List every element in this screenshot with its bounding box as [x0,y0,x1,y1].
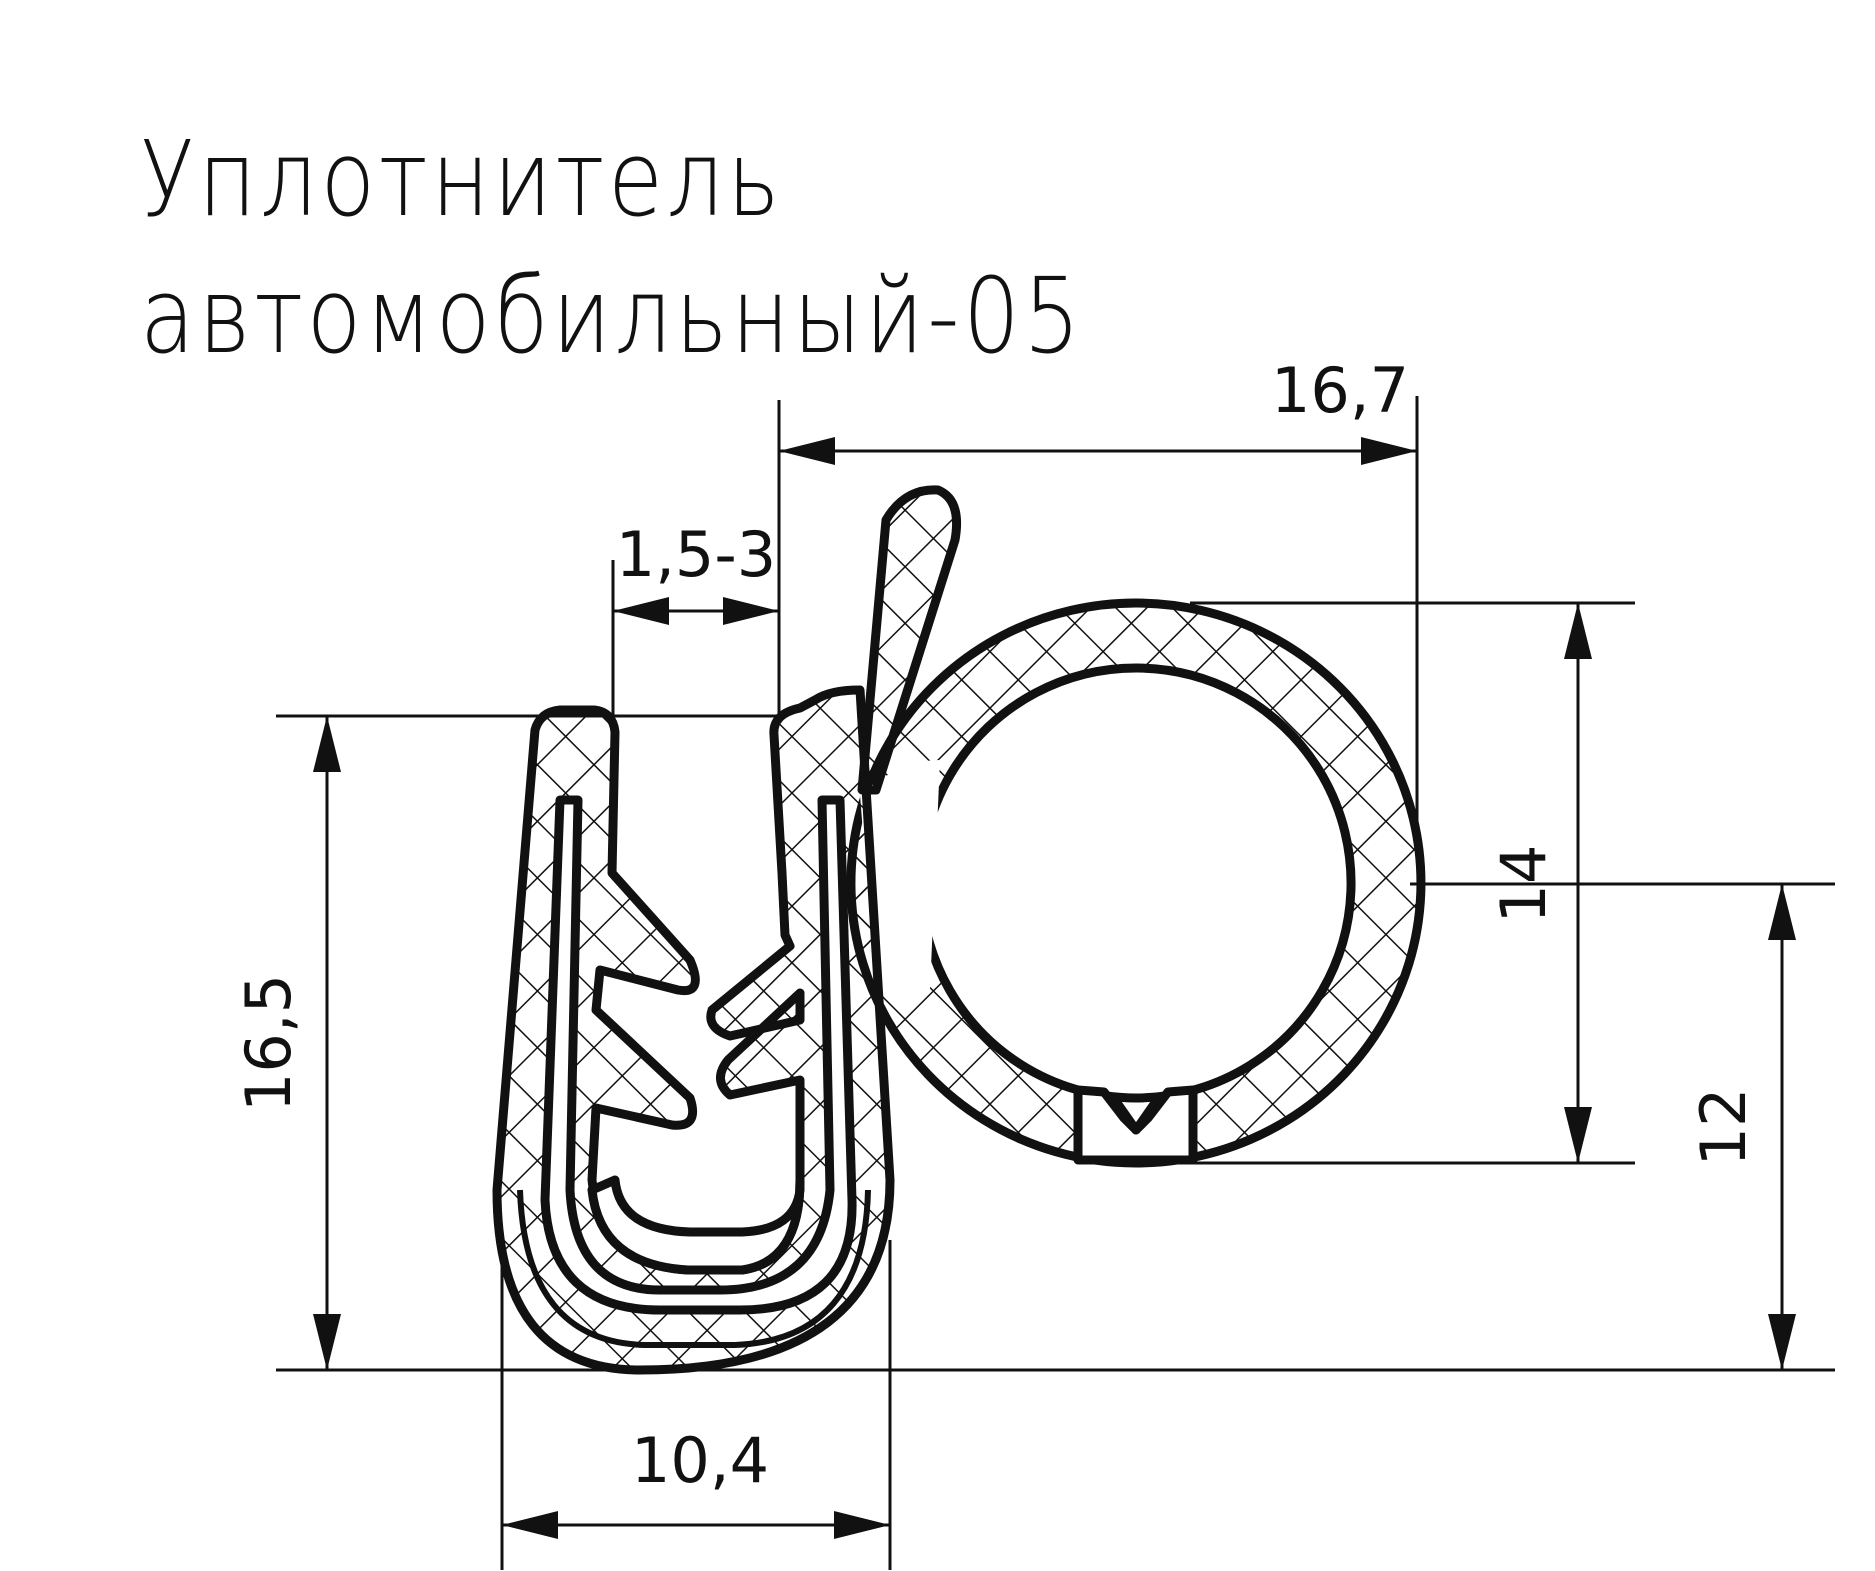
dim-clip-width: 10,4 [631,1424,769,1497]
bulb-rib-v [1111,1097,1161,1135]
bulb-section [846,598,1426,1168]
bulb-clip-gap [860,760,940,994]
dim-bulb-diameter: 14 [1487,845,1560,924]
title-line-2: автомобильный-05 [140,255,1084,377]
extension-lines [276,396,1835,1570]
lip-wall [857,485,962,795]
clip-inner-contour [517,1189,871,1348]
title-line-1: Уплотнитель [140,118,784,240]
dimension-lines [313,437,1796,1539]
clip-mouth [587,1175,805,1275]
clip-inner-channel [540,795,857,1315]
dim-clip-height: 16,5 [232,974,305,1112]
dim-gap: 1,5-3 [616,518,776,591]
bulb-wall [846,598,1426,1168]
dim-bulb-center-height: 12 [1687,1088,1760,1167]
lip-section [857,485,962,795]
u-clip-section [492,685,895,1375]
dim-overall-width: 16,7 [1271,354,1409,427]
